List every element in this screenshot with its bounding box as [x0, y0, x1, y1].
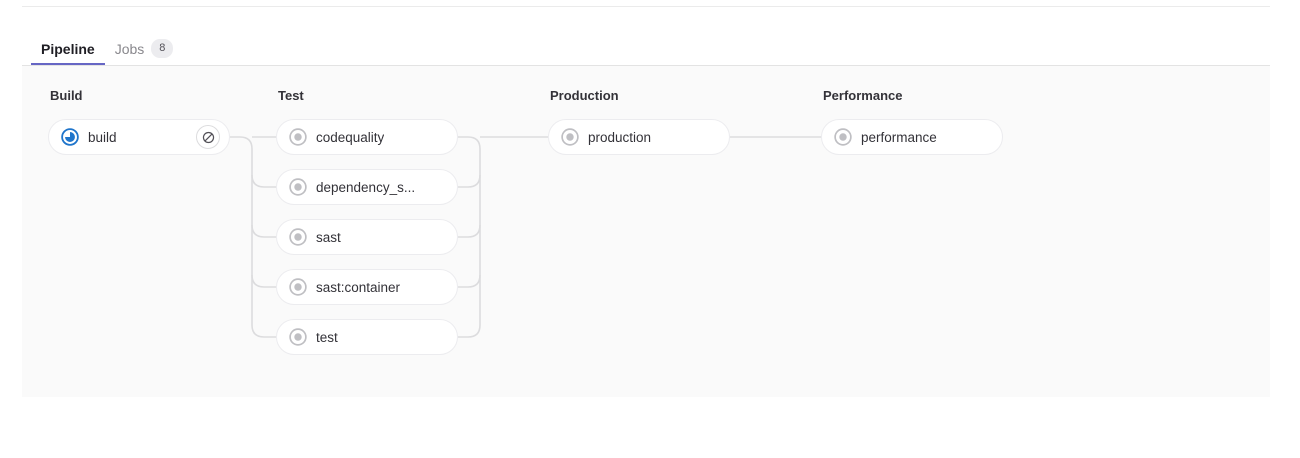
stage-title: Performance: [823, 88, 903, 103]
status-icon-created: [289, 328, 307, 346]
pipeline-graph-panel: Build build Test codequality dependency_s...…: [22, 66, 1270, 397]
stage-job-list: build: [48, 119, 230, 169]
stage-job-list: production: [548, 119, 730, 169]
status-icon-created: [289, 228, 307, 246]
pipeline-job-dependency-s-[interactable]: dependency_s...: [276, 169, 458, 205]
stage-title: Build: [50, 88, 83, 103]
job-name: dependency_s...: [316, 179, 416, 195]
tab-jobs[interactable]: Jobs 8: [105, 22, 184, 65]
stage-job-list: codequality dependency_s...sast sast:conta…: [276, 119, 458, 369]
stage-title: Production: [550, 88, 619, 103]
pipeline-job-sast-container[interactable]: sast:container: [276, 269, 458, 305]
pipeline-job-performance[interactable]: performance: [821, 119, 1003, 155]
job-cancel-button[interactable]: [196, 125, 220, 149]
pipeline-job-test[interactable]: test: [276, 319, 458, 355]
job-name: build: [88, 129, 117, 145]
tab-bar: Pipeline Jobs 8: [22, 22, 1270, 66]
pipeline-stages: Build build Test codequality dependency_s...…: [22, 66, 1270, 397]
status-icon-created: [289, 128, 307, 146]
status-icon-created: [289, 178, 307, 196]
status-icon-created: [834, 128, 852, 146]
pipeline-job-production[interactable]: production: [548, 119, 730, 155]
pipeline-job-codequality[interactable]: codequality: [276, 119, 458, 155]
tab-jobs-label: Jobs: [114, 41, 145, 57]
status-icon-running: [61, 128, 79, 146]
job-name: production: [588, 129, 652, 145]
cancel-icon: [202, 131, 214, 143]
top-divider: [22, 6, 1270, 7]
job-name: sast:container: [316, 279, 401, 295]
status-icon-created: [561, 128, 579, 146]
job-name: performance: [861, 129, 937, 145]
pipeline-job-build[interactable]: build: [48, 119, 230, 155]
tab-pipeline[interactable]: Pipeline: [31, 22, 105, 65]
job-name: sast: [316, 229, 341, 245]
pipeline-job-sast[interactable]: sast: [276, 219, 458, 255]
stage-job-list: performance: [821, 119, 1003, 169]
job-name: codequality: [316, 129, 385, 145]
tab-pipeline-label: Pipeline: [41, 41, 95, 57]
status-icon-created: [289, 278, 307, 296]
job-name: test: [316, 329, 338, 345]
stage-title: Test: [278, 88, 304, 103]
jobs-count-badge: 8: [151, 39, 174, 58]
